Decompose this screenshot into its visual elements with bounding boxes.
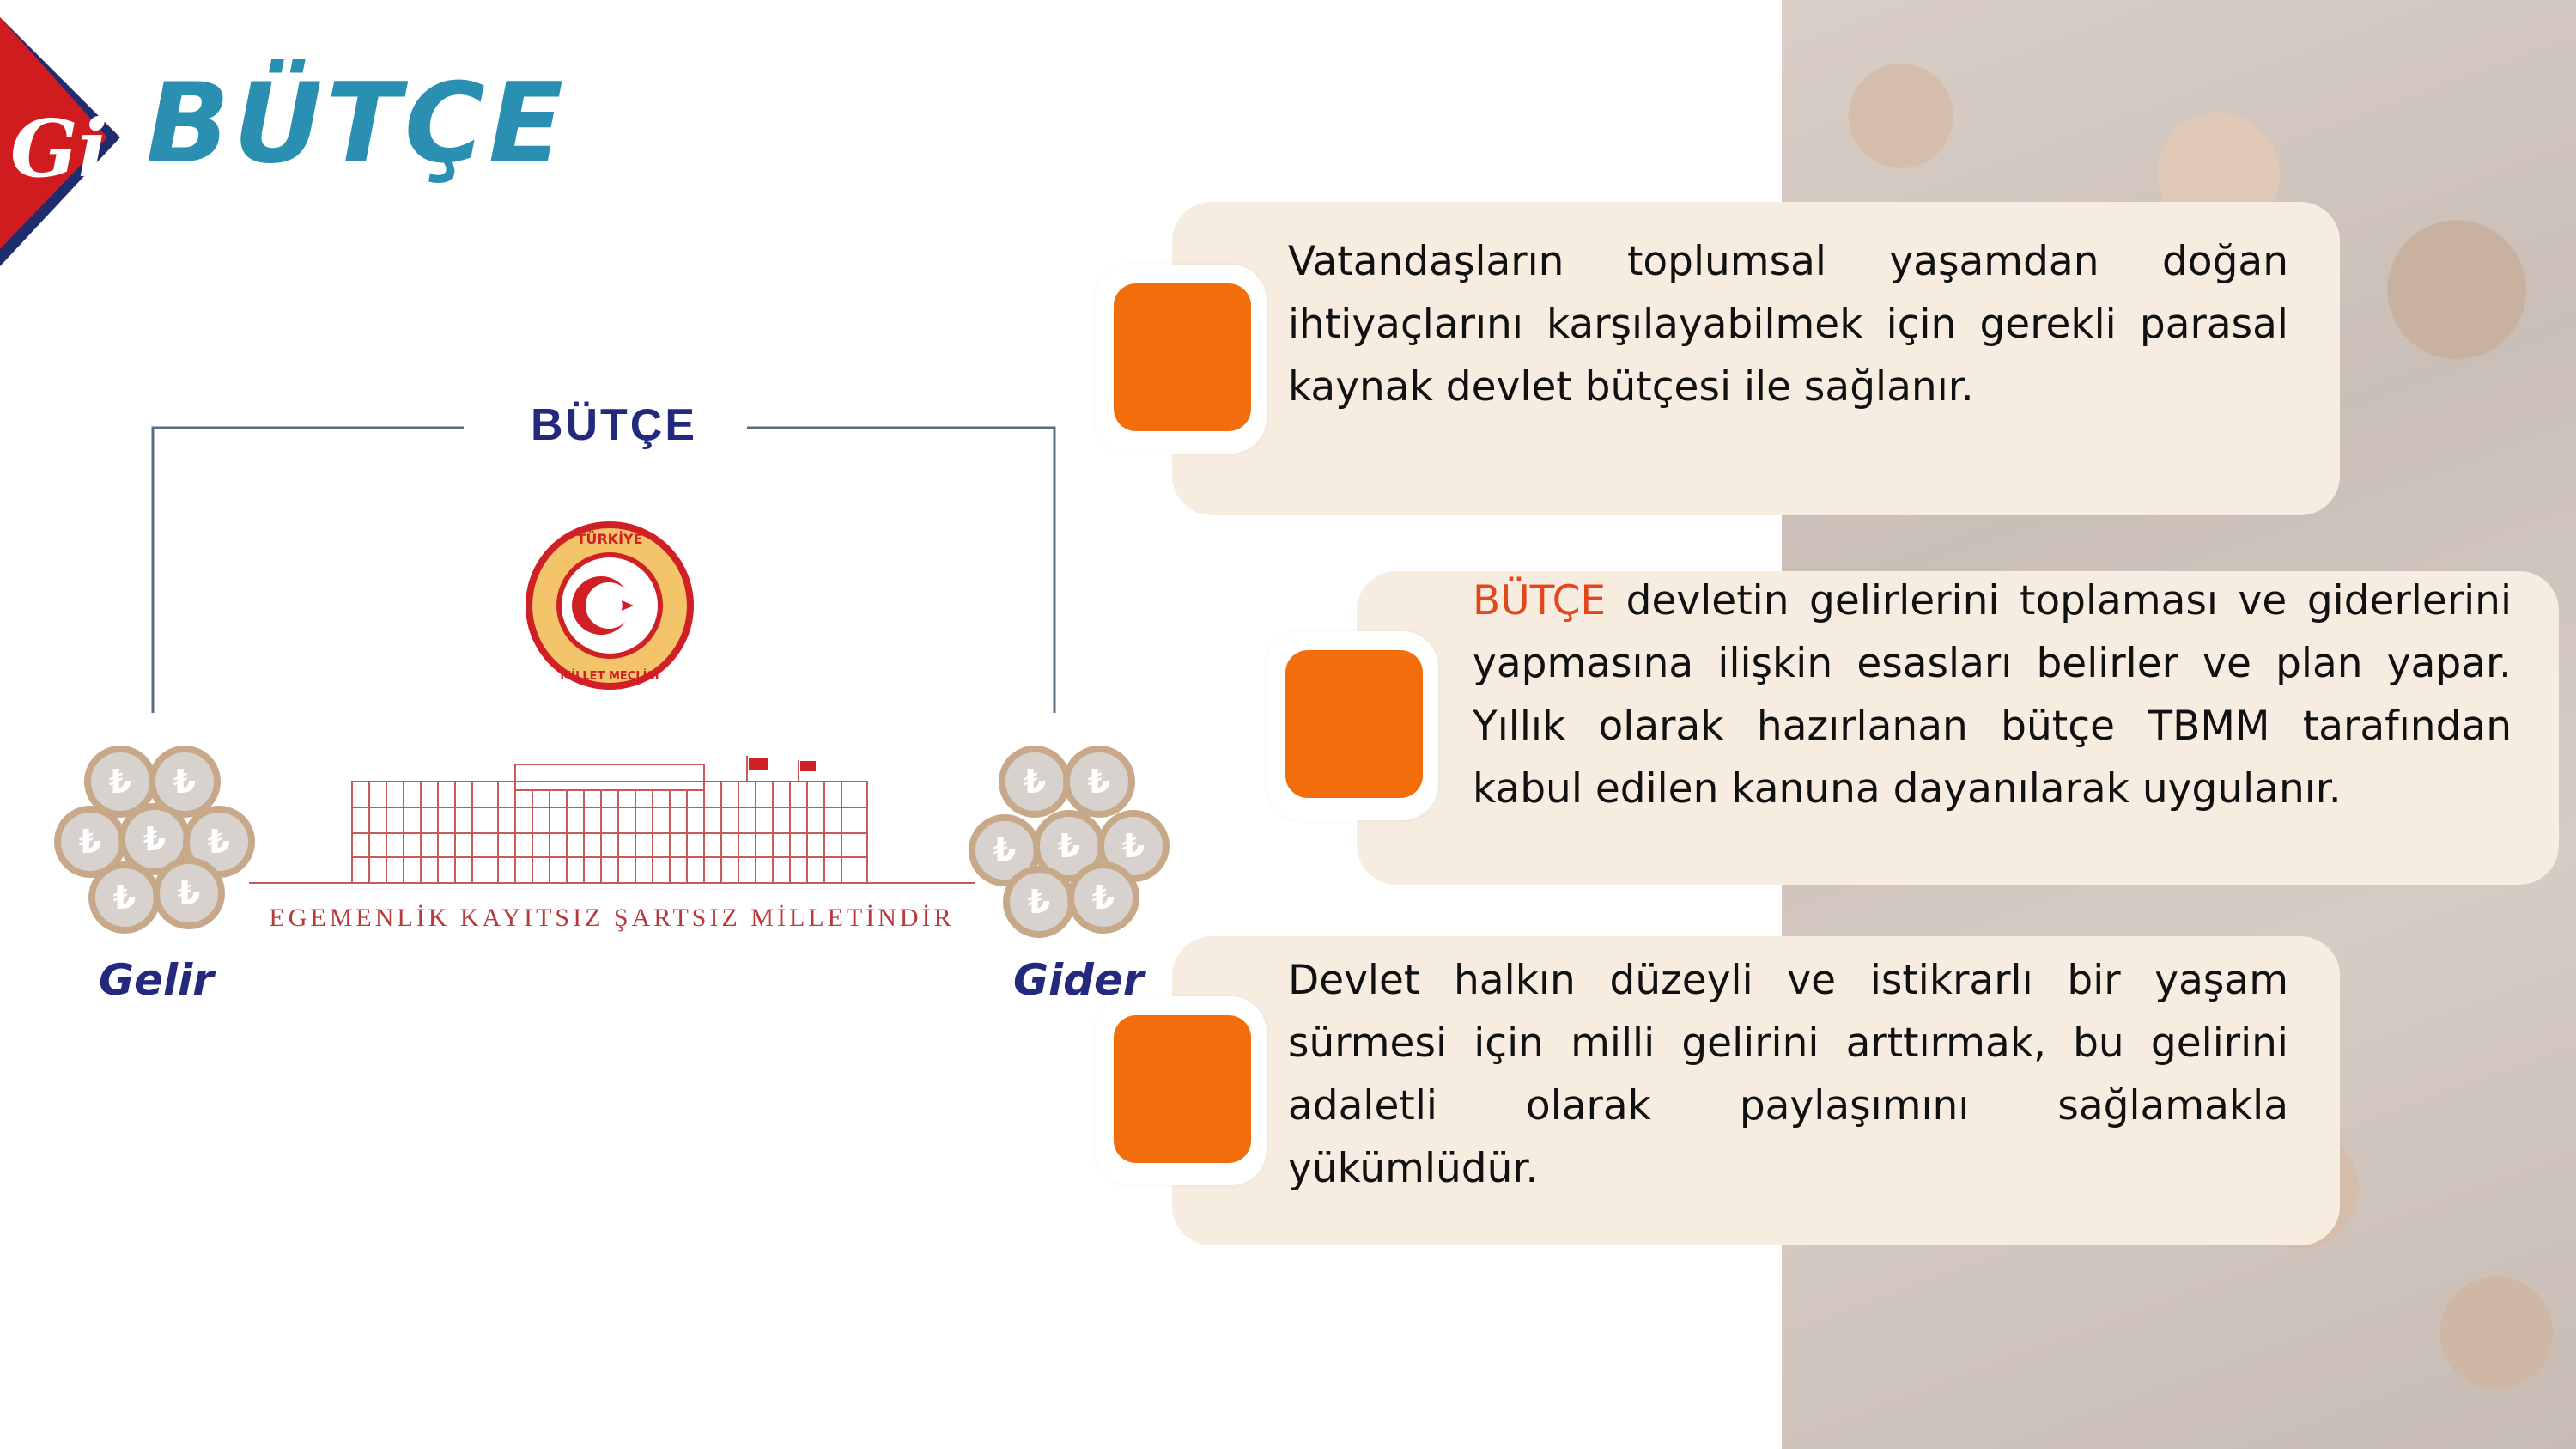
svg-text:₺: ₺ [143, 820, 166, 858]
income-coins-icon: ₺ ₺ ₺ ₺ ₺ ₺ ₺ [54, 746, 255, 934]
income-label: Gelir [99, 955, 214, 1005]
svg-text:₺: ₺ [1058, 827, 1080, 865]
parliament-seal-icon: TÜRKİYE MİLLET MECLİSİ [526, 521, 694, 690]
parliament-building-icon [249, 756, 975, 884]
card-2-marker-icon [1285, 650, 1423, 798]
page-title: BÜTÇE [146, 60, 568, 188]
svg-text:₺: ₺ [1092, 879, 1115, 916]
svg-text:₺: ₺ [1088, 763, 1110, 801]
svg-text:₺: ₺ [178, 874, 200, 912]
brand-logo: Gi [0, 17, 120, 266]
info-card-1 [1172, 202, 2340, 515]
diagram-title: BÜTÇE [530, 400, 698, 450]
card-2-text: BÜTÇE devletin gelirlerini toplaması ve … [1473, 569, 2512, 820]
info-card-2 [1357, 571, 2559, 885]
card-2-marker-frame [1267, 631, 1438, 820]
info-card-3 [1172, 936, 2340, 1245]
logo-letter: Gi [10, 102, 108, 195]
svg-text:₺: ₺ [1028, 883, 1050, 921]
svg-text:₺: ₺ [993, 831, 1016, 869]
parliament-motto: EGEMENLİK KAYITSIZ ŞARTSIZ MİLLETİNDİR [269, 904, 955, 932]
card-2-highlight: BÜTÇE [1473, 577, 1607, 624]
diagram-bracket [151, 426, 1056, 713]
card-3-marker-frame [1095, 996, 1267, 1185]
svg-text:TÜRKİYE: TÜRKİYE [576, 531, 642, 547]
card-3-text: Devlet halkın düzeyli ve istikrarlı bir … [1288, 957, 2288, 1192]
svg-text:₺: ₺ [173, 763, 196, 801]
svg-text:₺: ₺ [1024, 763, 1046, 801]
card-1-text: Vatandaşların toplumsal yaşamdan doğan i… [1288, 238, 2288, 411]
card-1-marker-frame [1095, 265, 1267, 454]
svg-text:₺: ₺ [208, 823, 230, 861]
svg-text:₺: ₺ [79, 823, 101, 861]
card-2-body: devletin gelirlerini toplaması ve giderl… [1473, 577, 2512, 813]
svg-text:MİLLET MECLİSİ: MİLLET MECLİSİ [560, 669, 659, 683]
svg-text:₺: ₺ [1122, 827, 1145, 865]
svg-text:₺: ₺ [109, 763, 131, 801]
card-3-marker-icon [1114, 1015, 1251, 1163]
svg-text:₺: ₺ [113, 879, 136, 916]
expense-coins-icon: ₺ ₺ ₺ ₺ ₺ ₺ ₺ [969, 746, 1170, 938]
card-1-marker-icon [1114, 283, 1251, 431]
